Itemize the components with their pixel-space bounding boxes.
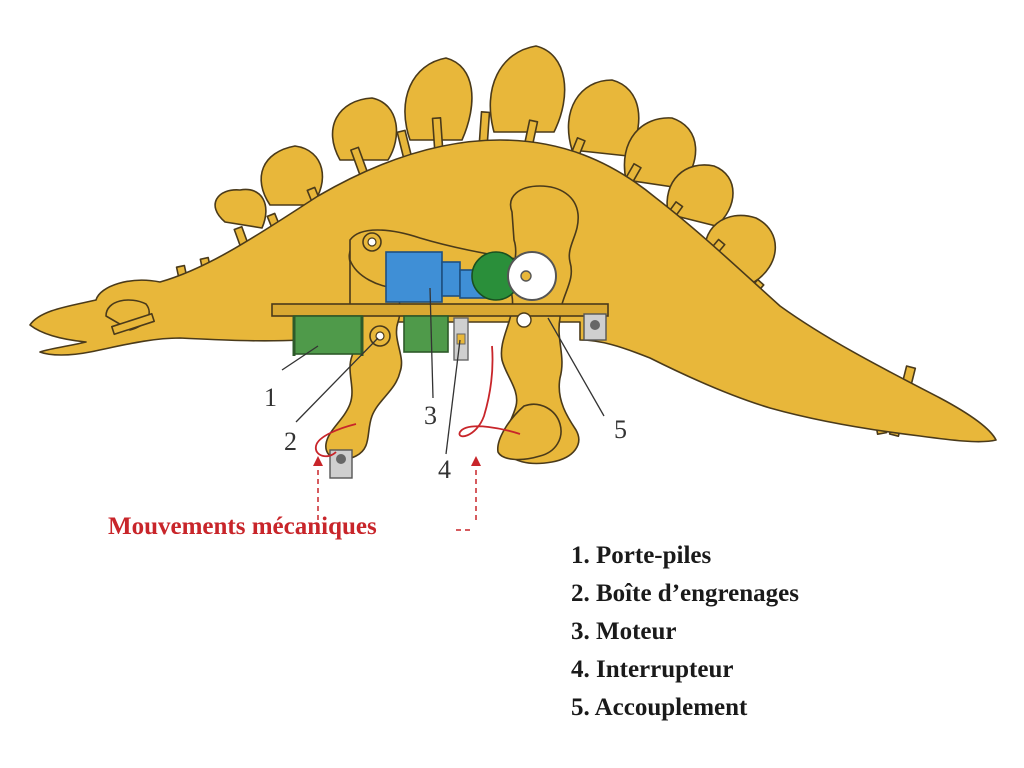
wire-right xyxy=(458,345,521,438)
legend-item-battery-holder: 1. Porte-piles xyxy=(571,542,712,569)
base-shelf xyxy=(271,303,609,317)
hind-foot xyxy=(497,403,562,461)
callout-3: 3 xyxy=(424,401,437,430)
legend: 1. Porte-piles 2. Boîte d’engrenages 3. … xyxy=(571,537,799,727)
callout-leaders xyxy=(281,287,605,455)
plate xyxy=(331,97,398,161)
tail-clamp xyxy=(583,313,607,341)
plate xyxy=(666,164,734,227)
callout-1: 1 xyxy=(264,383,277,412)
foot-clamp-left xyxy=(329,449,353,479)
pulley-hub xyxy=(367,237,377,247)
plate xyxy=(404,57,473,141)
arrow-head-right xyxy=(471,456,481,466)
callout-2: 2 xyxy=(284,427,297,456)
arrow-head-left xyxy=(313,456,323,466)
legend-item-coupling: 5. Accouplement xyxy=(571,694,748,721)
coupling-hub xyxy=(520,270,532,282)
plate xyxy=(489,45,566,133)
callout-4: 4 xyxy=(438,455,451,484)
legend-item-gearbox: 2. Boîte d’engrenages xyxy=(571,580,799,607)
wire-left xyxy=(315,423,357,458)
plate xyxy=(214,188,267,229)
legend-item-motor: 3. Moteur xyxy=(571,618,677,645)
battery-holder xyxy=(292,315,449,356)
switch-lever xyxy=(456,333,466,345)
head-peg xyxy=(110,312,156,336)
callout-5: 5 xyxy=(614,415,627,444)
back-plates xyxy=(214,45,777,283)
legend-item-switch: 4. Interrupteur xyxy=(571,656,734,683)
white-coupling-wheel xyxy=(507,251,557,301)
mechanism-label: Mouvements mécaniques xyxy=(108,513,377,540)
knee-pivot xyxy=(516,312,532,328)
mechanism-arrows xyxy=(317,462,477,531)
